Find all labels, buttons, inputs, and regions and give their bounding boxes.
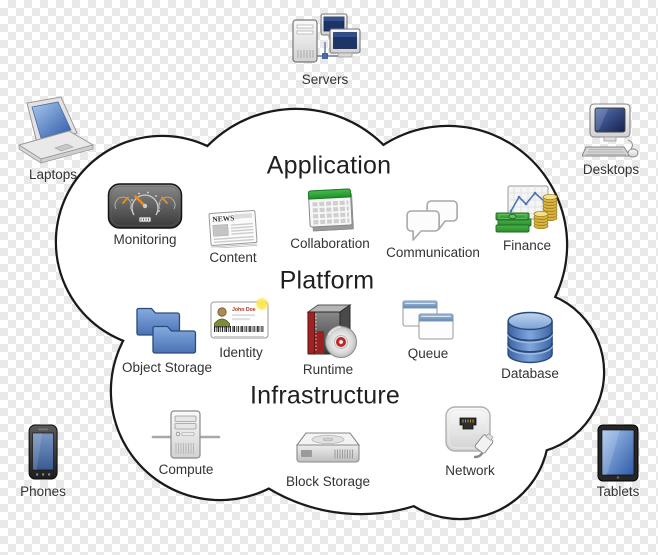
software-box-cd-icon — [306, 304, 357, 358]
device-label: Servers — [301, 72, 349, 87]
ethernet-socket-plug-icon — [445, 406, 494, 459]
service-label: Database — [501, 366, 559, 381]
service-label: Compute — [158, 462, 214, 477]
service-database: Database — [501, 308, 559, 382]
windows-queue-icon — [402, 300, 454, 340]
database-cylinder-icon — [507, 311, 553, 364]
service-communication: Communication — [386, 197, 480, 261]
hard-disk-icon — [295, 432, 361, 463]
service-network: Network — [439, 405, 501, 479]
calendar-icon — [307, 188, 354, 232]
desktop-icon — [582, 103, 639, 158]
device-label: Tablets — [596, 484, 640, 499]
service-monitoring: Monitoring — [107, 182, 183, 248]
monitoring-gauge-icon — [107, 183, 183, 229]
device-desktops: Desktops — [582, 102, 640, 178]
phone-icon — [28, 424, 58, 480]
speech-bubbles-icon — [406, 200, 458, 241]
tablet-icon — [597, 424, 639, 482]
service-label: Identity — [219, 345, 263, 360]
id-card-icon: John Doe — [210, 296, 270, 339]
device-label: Laptops — [28, 167, 78, 182]
service-label: Queue — [407, 346, 449, 361]
service-identity: John Doe Identity — [209, 295, 273, 361]
service-runtime: Runtime — [296, 302, 360, 378]
service-label: Network — [445, 463, 495, 478]
device-phones: Phones — [20, 424, 66, 500]
service-object-storage: Object Storage — [122, 302, 212, 376]
device-label: Desktops — [582, 162, 640, 177]
finance-chart-money-icon — [495, 185, 558, 233]
servers-icon — [292, 13, 361, 63]
device-laptops: Laptops — [7, 95, 99, 183]
service-collaboration: Collaboration — [290, 182, 370, 252]
service-block-storage: Block Storage — [286, 430, 370, 490]
service-label: Monitoring — [113, 232, 177, 247]
service-label: Runtime — [302, 362, 354, 377]
service-label: Communication — [386, 245, 480, 260]
service-compute: Compute — [151, 408, 221, 478]
layer-title-application: Application — [266, 151, 392, 180]
service-content: NEWS Content — [205, 204, 261, 266]
layer-title-platform: Platform — [279, 266, 375, 295]
layer-title-infrastructure: Infrastructure — [249, 381, 401, 410]
server-tower-icon — [151, 410, 221, 459]
service-label: Collaboration — [290, 236, 370, 251]
service-finance: Finance — [494, 184, 560, 254]
id-card-name-text: John Doe — [232, 307, 256, 313]
folders-icon — [136, 307, 197, 354]
device-label: Phones — [20, 484, 66, 499]
news-masthead-text: NEWS — [212, 213, 235, 224]
device-servers: Servers — [289, 12, 361, 88]
service-queue: Queue — [400, 298, 456, 362]
service-label: Block Storage — [285, 474, 371, 489]
service-label: Finance — [502, 238, 552, 253]
service-label: Object Storage — [121, 360, 213, 375]
device-tablets: Tablets — [596, 424, 640, 500]
newspaper-icon: NEWS — [208, 210, 258, 248]
laptop-icon — [17, 96, 95, 164]
service-label: Content — [209, 250, 257, 265]
